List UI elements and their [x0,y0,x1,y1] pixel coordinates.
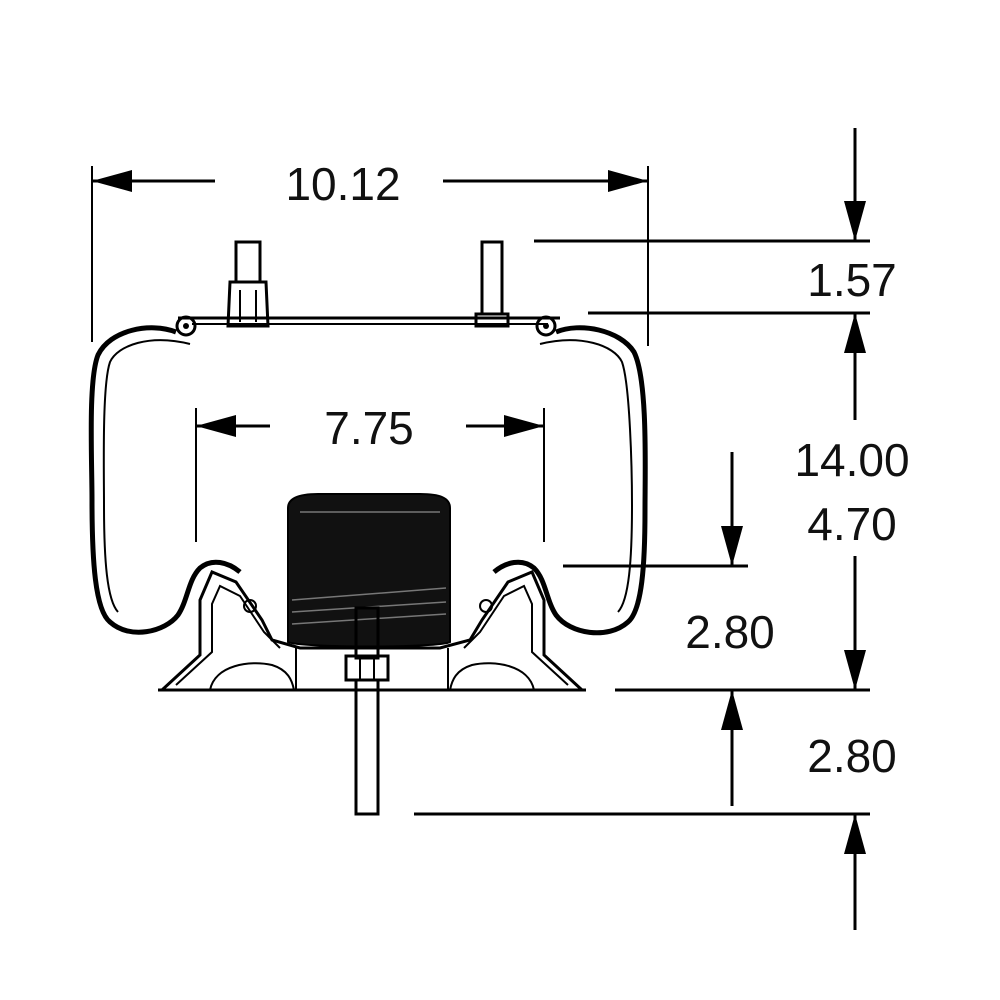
overall-height-label: 14.00 [794,434,909,486]
overall-width-label: 10.12 [285,158,400,210]
rubber-bellows [88,325,648,636]
top-mounting-stud [474,240,510,328]
piston-height-label: 4.70 [807,498,897,550]
internal-bumper [287,493,451,648]
base-height-label: 2.80 [685,606,775,658]
bottom-mounting-stud [344,606,390,816]
air-spring-part [88,240,648,816]
overall-width-dimension [91,166,649,346]
inner-width-label: 7.75 [324,402,414,454]
dimension-labels: 10.12 7.75 1.57 14.00 4.70 2.80 2.80 [285,158,909,782]
top-stud-height-label: 1.57 [807,254,897,306]
inner-width-dimension [195,408,545,542]
dimension-lines [91,128,870,930]
bottom-stud-length-label: 2.80 [807,730,897,782]
top-air-fitting-stud [226,240,270,328]
piston-base [158,570,586,692]
top-bead-plate [175,315,560,337]
